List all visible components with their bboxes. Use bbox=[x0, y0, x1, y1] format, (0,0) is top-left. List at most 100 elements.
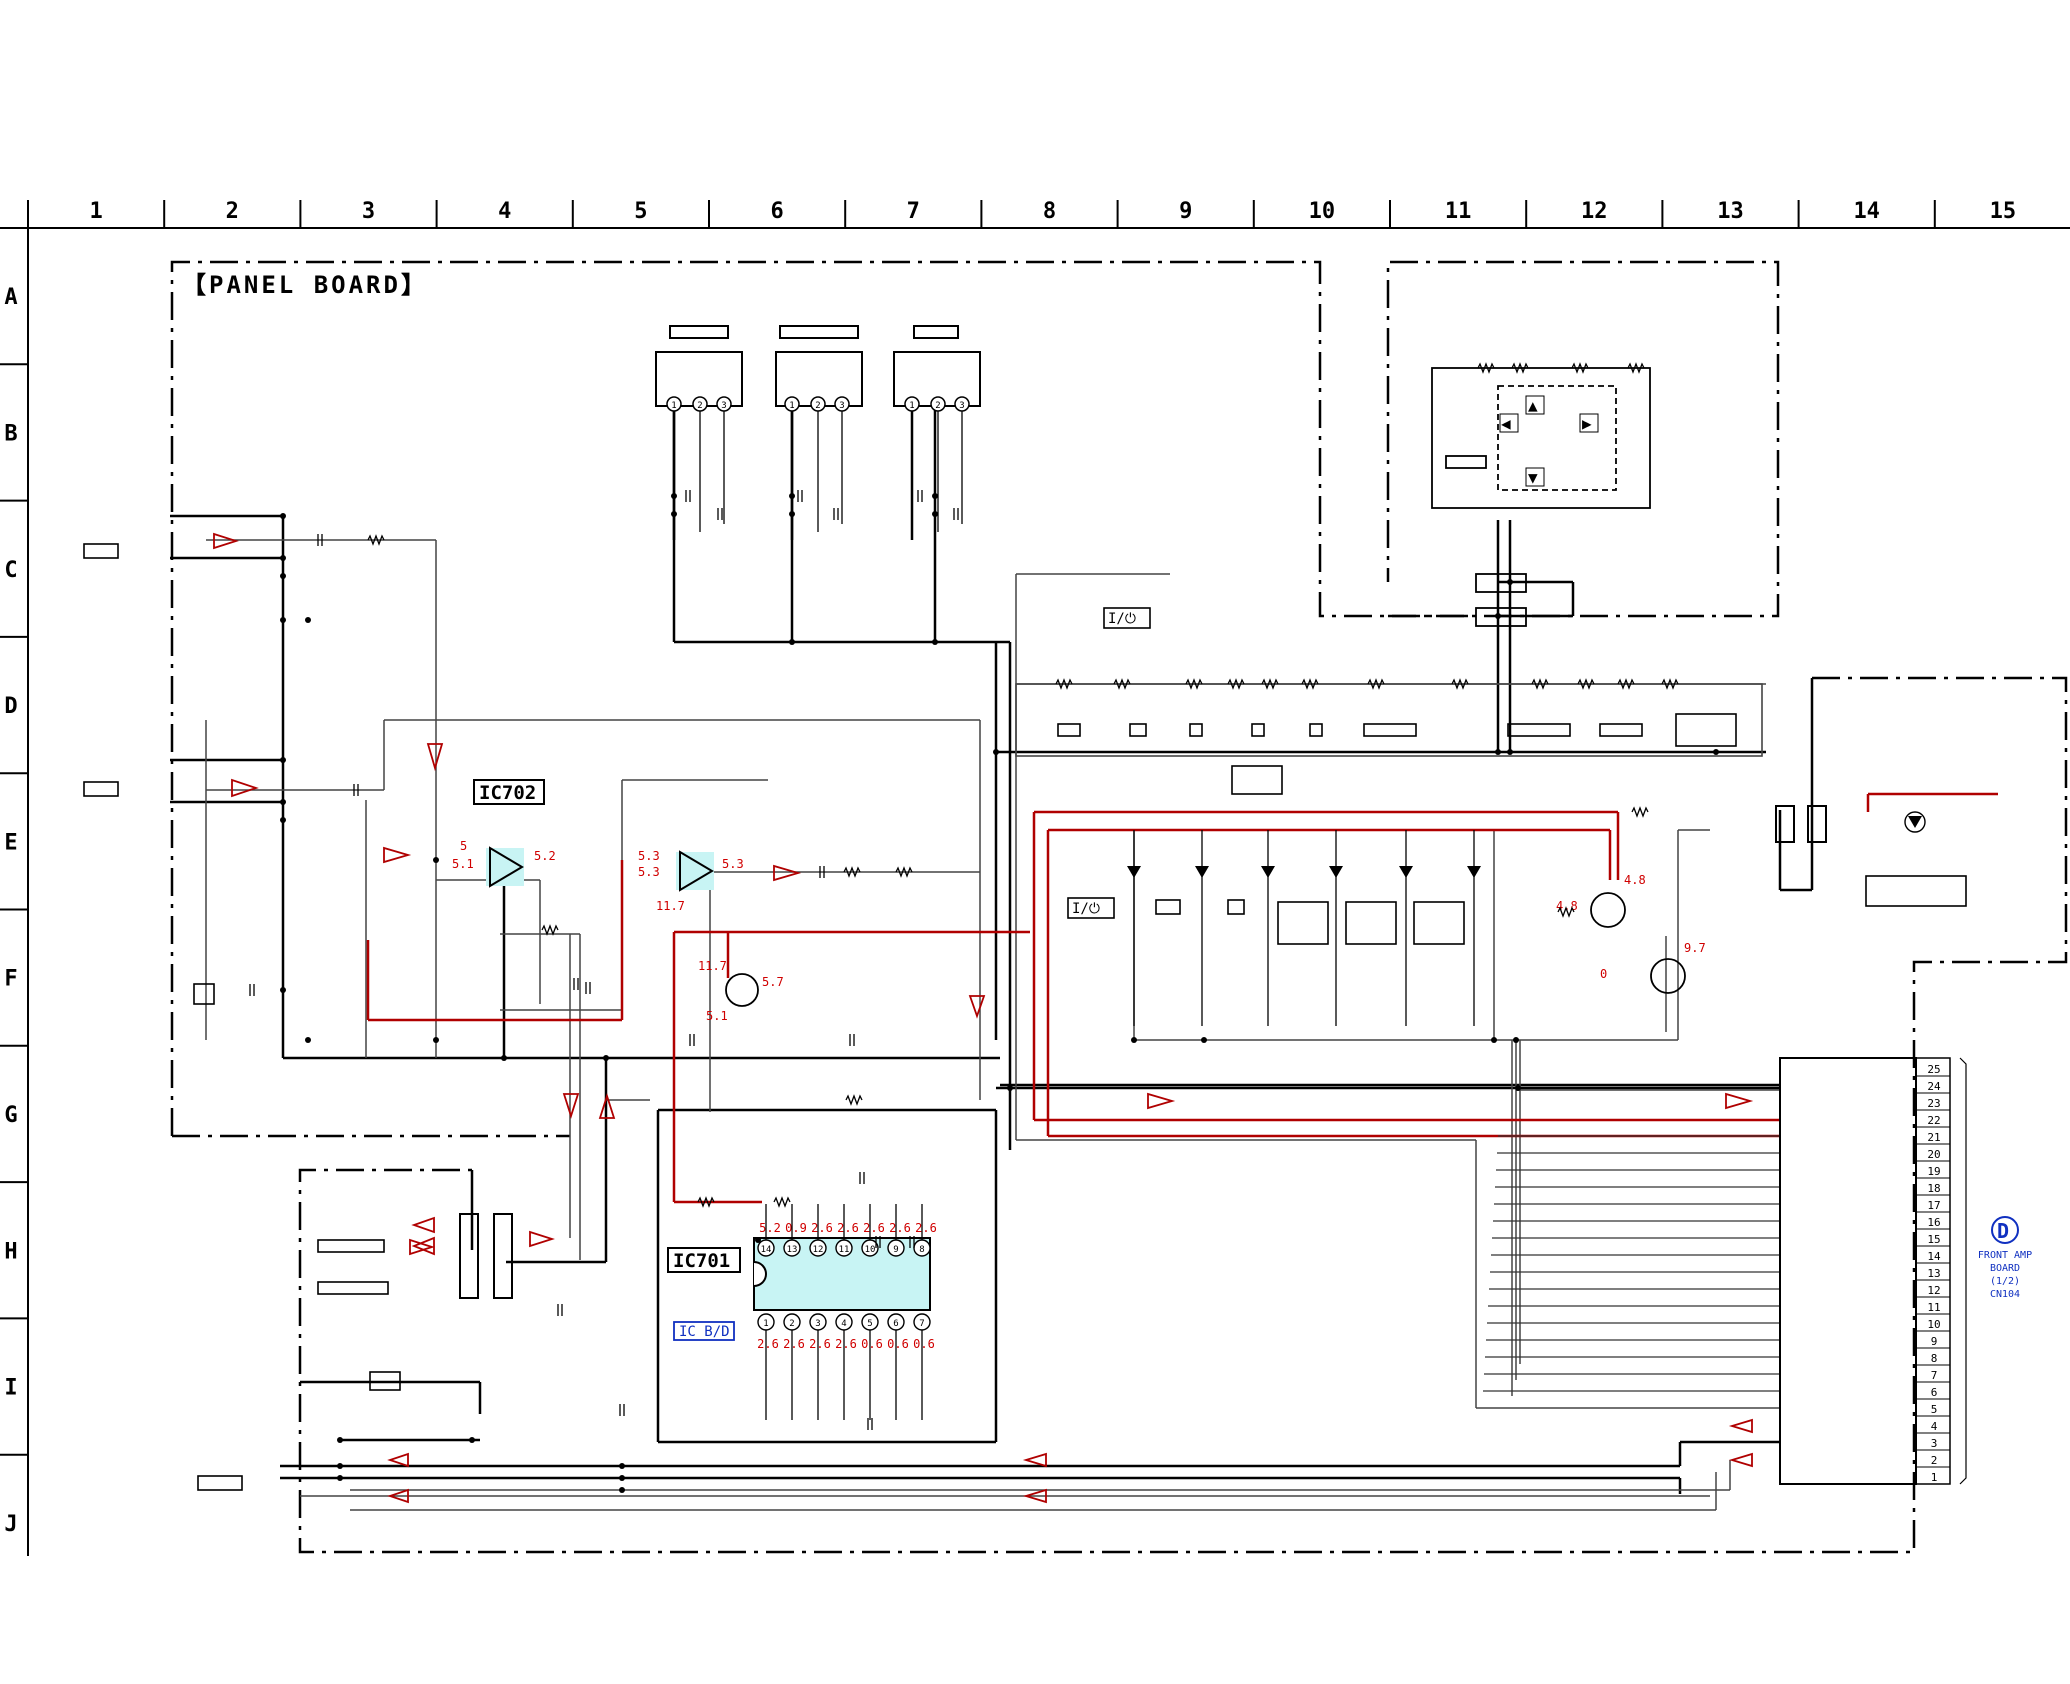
cn-pin-number: 19 bbox=[1927, 1165, 1940, 1178]
junction-dot bbox=[469, 1437, 475, 1443]
jack-pin-number: 1 bbox=[671, 401, 676, 411]
power-led-label: I/⏻ bbox=[1072, 901, 1100, 917]
ic701-pin-voltage: 0.9 bbox=[785, 1221, 807, 1235]
junction-dot bbox=[433, 1037, 439, 1043]
cn-pin-number: 21 bbox=[1927, 1131, 1940, 1144]
resistor bbox=[1617, 678, 1635, 690]
ic701-pin-number: 11 bbox=[839, 1245, 850, 1255]
v-q2-collector: 9.7 bbox=[1684, 941, 1706, 955]
resistor bbox=[1055, 678, 1073, 690]
board-d-badge: D FRONT AMP BOARD (1/2) CN104 bbox=[1978, 1216, 2032, 1300]
v-q1-collector: 4.8 bbox=[1624, 873, 1646, 887]
ic701-pin-number: 2 bbox=[789, 1319, 794, 1329]
junction-dot bbox=[337, 1437, 343, 1443]
column-label: 13 bbox=[1717, 199, 1744, 224]
side-jacks bbox=[83, 543, 401, 1491]
cn-pin-number: 13 bbox=[1927, 1267, 1940, 1280]
v-op2-in-minus: 5.3 bbox=[638, 865, 660, 879]
board-d-letter: D bbox=[1997, 1219, 2009, 1243]
v-op2-in-plus: 5.3 bbox=[638, 849, 660, 863]
direction-switch-block bbox=[1431, 367, 1651, 627]
ic701-pin-voltage: 2.6 bbox=[783, 1337, 805, 1351]
row-label: A bbox=[4, 285, 17, 310]
v-op1-out: 5.2 bbox=[534, 849, 556, 863]
v-q2-base: 0 bbox=[1600, 967, 1607, 981]
led-icon bbox=[1399, 866, 1413, 878]
arrow-down-icon[interactable]: ▼ bbox=[1528, 468, 1538, 487]
ic702-opamps: IC702 bbox=[473, 779, 714, 892]
resistor bbox=[1531, 678, 1549, 690]
ic702-label: IC702 bbox=[479, 782, 536, 804]
junction-dot bbox=[1495, 613, 1501, 619]
junction-dot bbox=[501, 1055, 507, 1061]
board-title: 【PANEL BOARD】 bbox=[182, 271, 428, 299]
junction-dot bbox=[433, 857, 439, 863]
jack-pin-number: 2 bbox=[697, 401, 702, 411]
signal-arrows bbox=[213, 532, 1754, 1504]
led-icon bbox=[1261, 866, 1275, 878]
cn-pin-number: 4 bbox=[1931, 1420, 1938, 1433]
ic701-pin-number: 4 bbox=[841, 1319, 846, 1329]
row-label: C bbox=[4, 558, 17, 583]
resistor bbox=[1571, 362, 1589, 374]
arrow-left-icon[interactable]: ◀ bbox=[1501, 414, 1511, 433]
cn-pin-number: 25 bbox=[1927, 1063, 1940, 1076]
ic701-label: IC701 bbox=[673, 1250, 730, 1272]
junction-dot bbox=[280, 987, 286, 993]
row-label: J bbox=[4, 1512, 17, 1537]
cn-signal-lines bbox=[1483, 1135, 1780, 1392]
cn-pin-number: 14 bbox=[1927, 1250, 1941, 1263]
ic701-pin-number: 14 bbox=[761, 1245, 772, 1255]
ic701-pin-number: 5 bbox=[867, 1319, 872, 1329]
v-q-collector: 11.7 bbox=[698, 959, 727, 973]
arrow-right-icon[interactable]: ▶ bbox=[1582, 414, 1592, 433]
cn104-pins: 2524232221201918171615141312111098765432… bbox=[1916, 1057, 1967, 1485]
column-label: 14 bbox=[1853, 199, 1880, 224]
jack-pin-number: 1 bbox=[789, 401, 794, 411]
voltage-annotations: 5 5.1 5.2 5.3 5.3 5.3 11.7 11.7 5.7 5.1 … bbox=[452, 839, 1706, 1023]
row-label: H bbox=[4, 1239, 17, 1264]
row-label: E bbox=[4, 830, 17, 855]
ic701-pin-voltage: 2.6 bbox=[811, 1221, 833, 1235]
led-icon bbox=[1467, 866, 1481, 878]
power-switch: I/⏻ I/⏻ bbox=[1067, 607, 1151, 919]
ic701-pin-voltage: 0.6 bbox=[887, 1337, 909, 1351]
ic701-pin-voltage: 2.6 bbox=[809, 1337, 831, 1351]
resistor bbox=[1227, 678, 1245, 690]
power-switch-label: I/⏻ bbox=[1108, 611, 1136, 627]
row-ticks bbox=[0, 363, 28, 1456]
column-label: 11 bbox=[1445, 199, 1472, 224]
row-label: G bbox=[4, 1103, 17, 1128]
board-d-line-4: CN104 bbox=[1990, 1289, 2020, 1300]
cn-pin-number: 9 bbox=[1931, 1335, 1938, 1348]
ic701-pin-voltage: 2.6 bbox=[837, 1221, 859, 1235]
cn104-connector bbox=[1779, 1057, 1951, 1485]
ic701-pins: 145.2130.9122.6112.6102.692.682.612.622.… bbox=[757, 1204, 937, 1420]
led-ring bbox=[1904, 811, 1926, 833]
cn-pin-number: 11 bbox=[1927, 1301, 1940, 1314]
cn-pin-number: 6 bbox=[1931, 1386, 1938, 1399]
ic701-pin-voltage: 2.6 bbox=[757, 1337, 779, 1351]
resistor bbox=[845, 1094, 863, 1106]
junction-dot bbox=[993, 749, 999, 755]
junction-dot bbox=[619, 1463, 625, 1469]
resistor bbox=[1631, 806, 1649, 818]
row-label: D bbox=[4, 694, 17, 719]
cn-pin-number: 8 bbox=[1931, 1352, 1938, 1365]
junction-dot bbox=[280, 555, 286, 561]
junction-dot bbox=[671, 493, 677, 499]
ic701-pin-voltage: 2.6 bbox=[915, 1221, 937, 1235]
led-icon bbox=[1127, 866, 1141, 878]
column-label: 5 bbox=[634, 199, 647, 224]
transistor-q2 bbox=[1590, 892, 1626, 928]
column-label: 1 bbox=[89, 199, 102, 224]
junction-dot bbox=[1491, 1037, 1497, 1043]
junction-dot bbox=[1515, 1085, 1521, 1091]
junction-dot bbox=[1007, 1085, 1013, 1091]
resistor bbox=[541, 924, 559, 936]
column-label: 3 bbox=[362, 199, 375, 224]
board-outlines bbox=[170, 260, 2068, 1554]
arrow-up-icon[interactable]: ▲ bbox=[1528, 396, 1538, 415]
ic701-pin-voltage: 2.6 bbox=[863, 1221, 885, 1235]
junction-dot bbox=[789, 511, 795, 517]
